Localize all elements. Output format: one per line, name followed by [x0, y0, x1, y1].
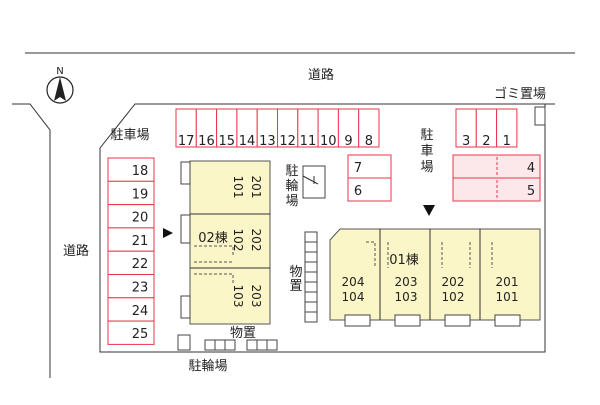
building-02-unit-lower: 102	[231, 229, 245, 252]
vt-parking-char: 場	[420, 160, 433, 175]
building-01-unit-upper: 204	[342, 275, 365, 289]
building-01-unit-lower: 101	[496, 290, 519, 304]
parking-space-number: 20	[132, 211, 149, 226]
parking-space	[496, 108, 518, 148]
building-02-unit-upper: 202	[249, 229, 263, 252]
parking-space-number: 25	[132, 327, 149, 342]
storage-middle: 物置	[289, 231, 318, 323]
storage-bottom: 物置	[204, 326, 278, 351]
parking-space-number: 10	[320, 134, 337, 149]
parking-top-left-label: 駐車場	[110, 128, 149, 143]
building-02-unit-upper: 203	[249, 285, 263, 308]
parking-space	[358, 108, 380, 148]
parking-space-number: 14	[239, 134, 256, 149]
garbage-box	[534, 106, 546, 126]
building-01-unit-lower: 102	[442, 290, 465, 304]
bicycle-parking-top: 駐輪場	[285, 164, 326, 209]
parking-space	[347, 177, 392, 202]
storage-unit	[304, 311, 318, 323]
building-02-unit-lower: 101	[231, 176, 245, 199]
building-02-unit-lower: 103	[231, 285, 245, 308]
vt-storage-char: 物	[289, 265, 302, 280]
storage-unit	[304, 241, 318, 253]
vt-bike-top-char: 場	[285, 194, 298, 209]
parking-space-number: 12	[279, 134, 296, 149]
building-01-name: 01棟	[389, 253, 419, 268]
left-road-edge	[12, 103, 51, 378]
compass-letter: N	[56, 66, 63, 77]
parking-top-right-label: 駐車場	[420, 128, 433, 175]
left-road-label: 道路	[63, 243, 89, 259]
storage-unit	[304, 231, 318, 243]
storage-bottom-label: 物置	[230, 326, 256, 341]
vt-parking-char: 駐	[420, 128, 433, 143]
parking-space-number: 24	[132, 304, 149, 319]
building-01-unit-upper: 202	[442, 275, 465, 289]
building-01-unit-upper: 203	[395, 275, 418, 289]
parking-space-number: 5	[527, 184, 535, 199]
parking-space-number: 13	[259, 134, 276, 149]
vt-bike-top-char: 輪	[285, 178, 298, 194]
top-road-label: 道路	[308, 67, 334, 83]
storage-unit	[304, 271, 318, 283]
entrance-arrow-02-icon	[163, 228, 173, 238]
vt-parking-char: 車	[420, 144, 433, 159]
building-02-unit-upper: 201	[249, 176, 263, 199]
storage-unit	[304, 301, 318, 313]
bicycle-parking-bottom: 駐輪場	[177, 334, 228, 374]
garbage-label: ゴミ置場	[494, 86, 546, 102]
building-01-unit-upper: 201	[496, 275, 519, 289]
parking-space-number: 8	[365, 134, 373, 149]
parking-space	[452, 177, 541, 202]
building-02: 02棟 201 101 202 102 203 103	[163, 160, 271, 325]
parking-space-number: 21	[132, 234, 149, 249]
storage-unit	[304, 251, 318, 263]
vt-bike-top-char: 駐	[285, 164, 298, 179]
parking-right: 45	[452, 154, 541, 202]
vt-storage-char: 置	[289, 279, 302, 294]
storage-unit	[304, 291, 318, 303]
parking-space-number: 15	[218, 134, 235, 149]
entrance-arrow-01-icon	[423, 205, 435, 216]
parking-space-number: 16	[198, 134, 215, 149]
building-02-body	[189, 160, 271, 325]
building-01-unit-lower: 104	[342, 290, 365, 304]
parking-space-number: 19	[132, 187, 149, 202]
bicycle-bottom-label: 駐輪場	[188, 358, 227, 374]
parking-space-number: 1	[503, 134, 511, 149]
parking-space-number: 6	[354, 184, 362, 199]
storage-unit	[304, 281, 318, 293]
parking-space-number: 9	[344, 134, 352, 149]
parking-space-number: 18	[132, 164, 149, 179]
parking-space-number: 7	[354, 161, 362, 176]
site-boundary	[99, 103, 555, 353]
parking-space-number: 3	[462, 134, 470, 149]
building-01-unit-lower: 103	[395, 290, 418, 304]
parking-space-number: 23	[132, 281, 149, 296]
parking-space-number: 2	[482, 134, 490, 149]
parking-center: 76	[347, 154, 392, 202]
parking-space-number: 22	[132, 257, 149, 272]
parking-left-column: 18 19 20 21 22 23 24 25	[107, 157, 155, 345]
parking-space-number: 4	[527, 161, 535, 176]
north-compass-icon: N	[46, 66, 74, 104]
building-02-name: 02棟	[198, 231, 228, 246]
storage-unit	[304, 261, 318, 273]
parking-space-number: 11	[300, 134, 317, 149]
parking-space-number: 17	[178, 134, 195, 149]
parking-space	[107, 320, 155, 345]
